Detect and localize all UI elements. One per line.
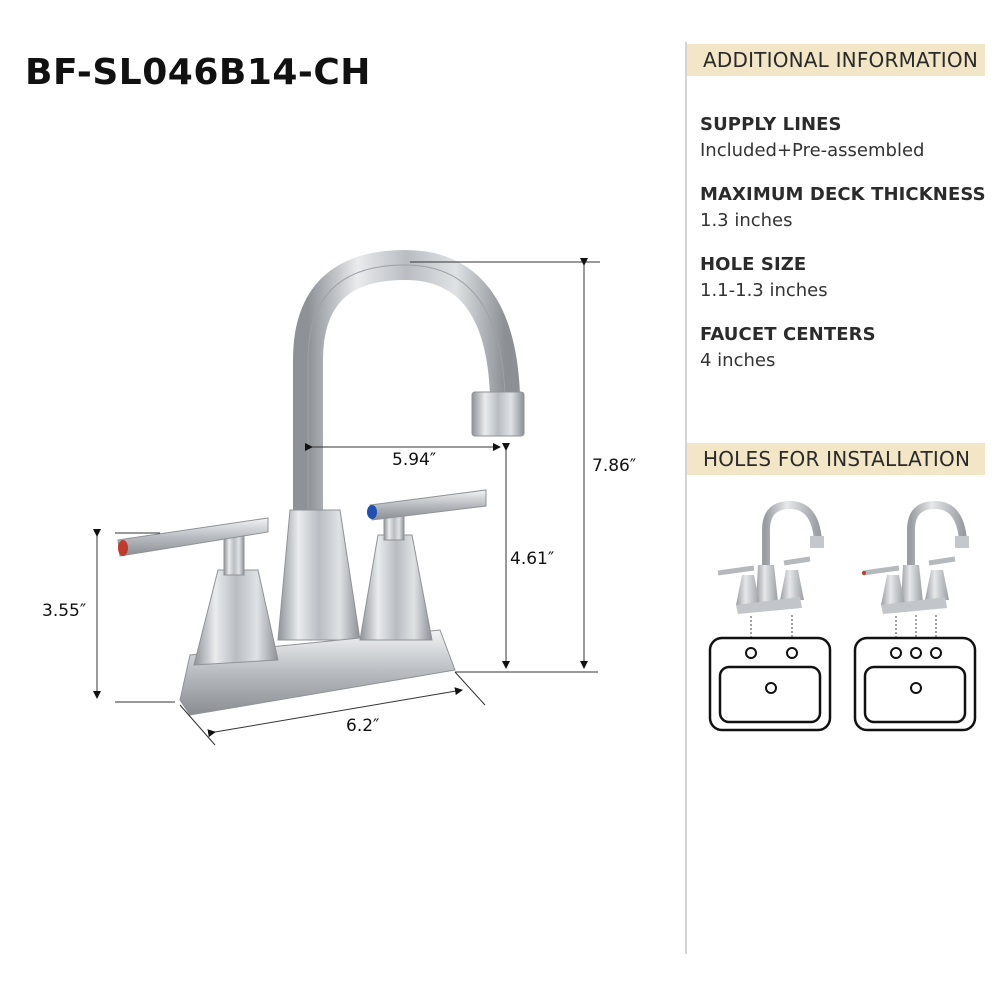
spec-value: 1.3 inches bbox=[700, 210, 793, 231]
cold-handle bbox=[359, 489, 487, 641]
hot-indicator-icon bbox=[118, 540, 128, 556]
hot-handle bbox=[117, 517, 279, 666]
spec-label: HOLE SIZE bbox=[700, 254, 807, 275]
spec-label: MAXIMUM DECK THICKNESS bbox=[700, 184, 986, 205]
panel-divider bbox=[685, 42, 687, 954]
spec-value: 4 inches bbox=[700, 350, 776, 371]
spec-label: FAUCET CENTERS bbox=[700, 324, 876, 345]
spec-label: SUPPLY LINES bbox=[700, 114, 842, 135]
spec-supply-lines: SUPPLY LINES Included+Pre-assembled bbox=[700, 114, 924, 161]
dimension-lines bbox=[93, 258, 600, 746]
spec-hole-size: HOLE SIZE 1.1-1.3 inches bbox=[700, 254, 828, 301]
holes-for-installation-header: HOLES FOR INSTALLATION bbox=[687, 443, 985, 475]
dimension-spout-reach: 5.94″ bbox=[392, 450, 437, 470]
spec-value: 1.1-1.3 inches bbox=[700, 280, 828, 301]
spec-value: Included+Pre-assembled bbox=[700, 140, 925, 161]
dimension-base-width: 6.2″ bbox=[346, 716, 380, 736]
dimension-total-height: 7.86″ bbox=[592, 456, 637, 476]
cold-indicator-icon bbox=[367, 505, 377, 519]
spout-base bbox=[277, 509, 361, 641]
spec-faucet-centers: FAUCET CENTERS 4 inches bbox=[700, 324, 876, 371]
product-model-title: BF-SL046B14-CH bbox=[25, 52, 371, 93]
spec-max-deck-thickness: MAXIMUM DECK THICKNESS 1.3 inches bbox=[700, 184, 986, 231]
additional-information-header: ADDITIONAL INFORMATION bbox=[687, 44, 985, 76]
dimension-handle-height: 3.55″ bbox=[42, 601, 87, 621]
spout bbox=[293, 249, 525, 515]
dimension-spout-height: 4.61″ bbox=[510, 549, 555, 569]
